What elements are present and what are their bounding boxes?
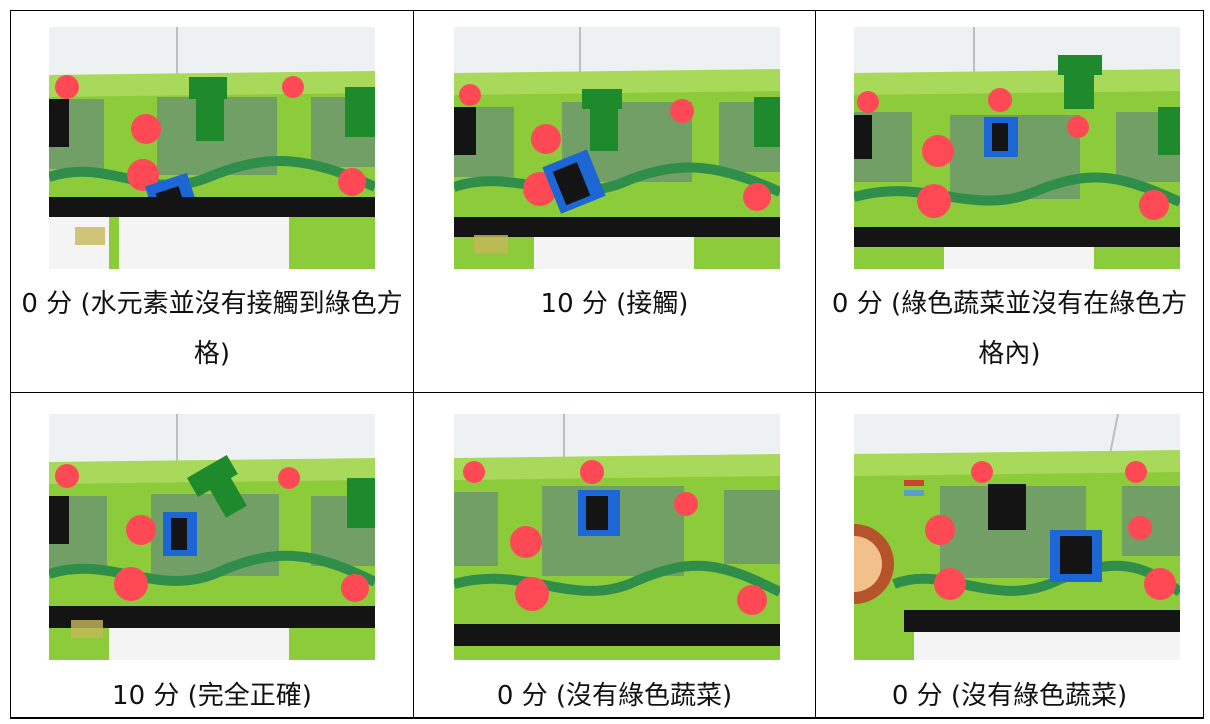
cell-caption: 0 分 (沒有綠色蔬菜) xyxy=(891,681,1128,711)
table-cell: 0 分 (水元素並沒有接觸到綠色方格) xyxy=(11,11,414,393)
table-cell: 10 分 (接觸) xyxy=(414,11,816,393)
table-cell: 0 分 (沒有綠色蔬菜) xyxy=(414,393,816,718)
cell-caption: 10 分 (接觸) xyxy=(540,289,689,319)
photo xyxy=(854,27,1180,269)
cell-caption: 10 分 (完全正確) xyxy=(112,681,312,711)
table-cell: 0 分 (沒有綠色蔬菜) xyxy=(816,393,1203,718)
photo xyxy=(49,27,375,269)
table-cell: 10 分 (完全正確) xyxy=(11,393,414,718)
scoring-table: 0 分 (水元素並沒有接觸到綠色方格) xyxy=(10,10,1204,719)
cell-caption: 0 分 (綠色蔬菜並沒有在綠色方格內) xyxy=(831,289,1188,369)
cell-caption: 0 分 (水元素並沒有接觸到綠色方格) xyxy=(21,289,403,369)
photo xyxy=(49,414,375,660)
photo xyxy=(854,414,1180,660)
table-cell: 0 分 (綠色蔬菜並沒有在綠色方格內) xyxy=(816,11,1203,393)
cell-caption: 0 分 (沒有綠色蔬菜) xyxy=(496,681,733,711)
photo xyxy=(454,414,780,660)
photo xyxy=(454,27,780,269)
